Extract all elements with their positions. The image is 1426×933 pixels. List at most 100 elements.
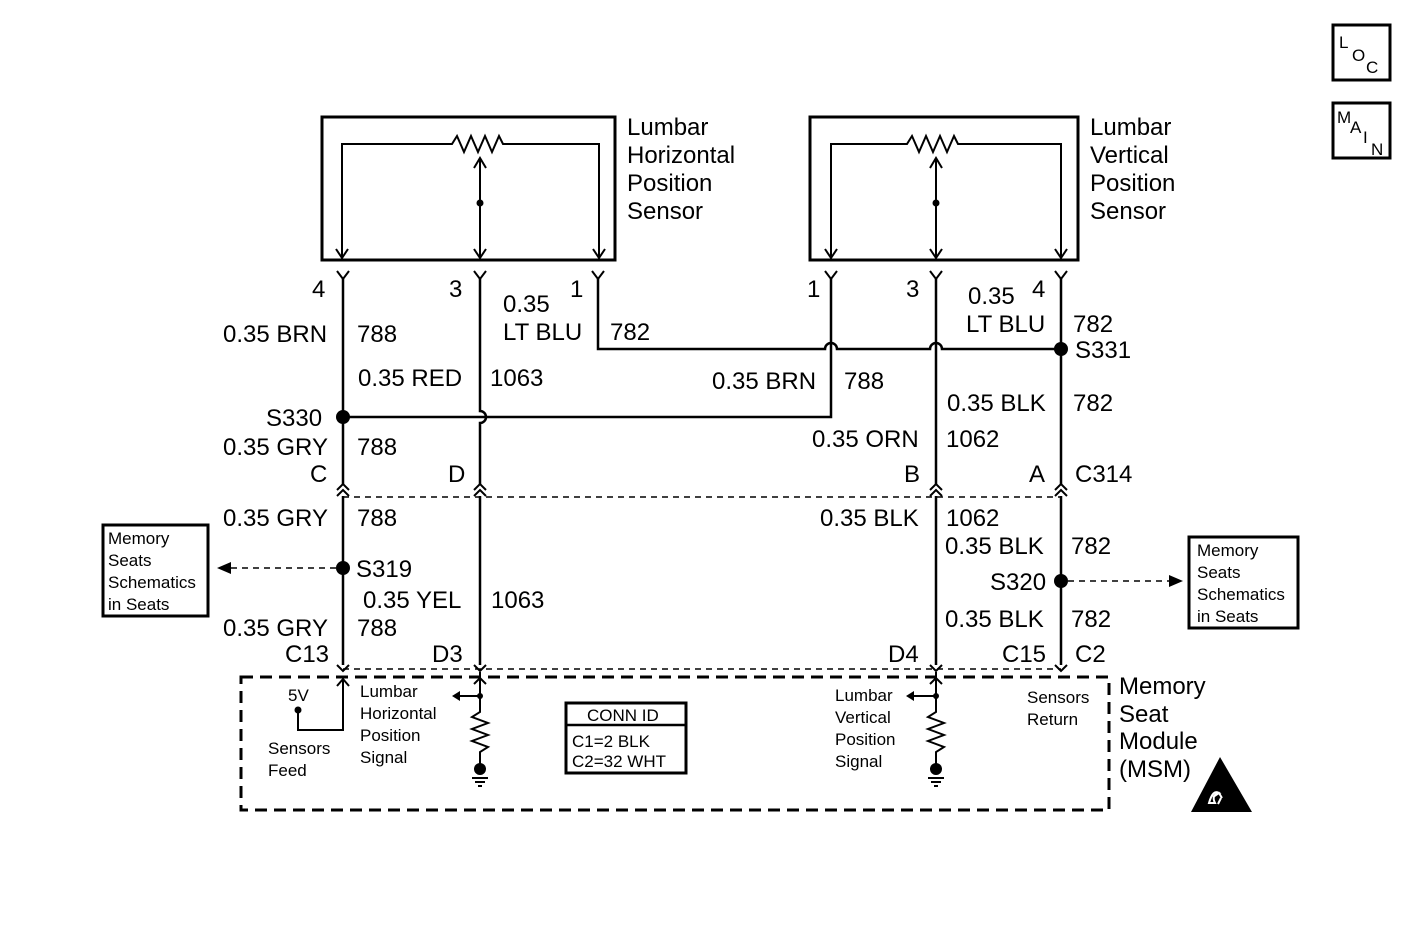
reference-right-frame — [1187, 535, 1300, 630]
sensors-feed-label-2: Feed — [268, 761, 307, 780]
reference-right-line-3: Schematics — [1197, 585, 1285, 604]
pin-h4: 4 — [312, 276, 325, 303]
c314-name: C314 — [1075, 461, 1132, 488]
wire-label-gry-mid: 0.35 GRY — [223, 505, 328, 532]
main-letter-2: A — [1350, 118, 1362, 137]
loc-button[interactable]: L O C — [1331, 23, 1392, 82]
wire-label-blk-mid-circuit: 1062 — [946, 505, 999, 532]
reference-left-arrow-icon — [217, 562, 231, 574]
pin-v3: 3 — [906, 276, 919, 303]
sensors-feed-wire — [297, 678, 344, 731]
splice-s331 — [1054, 342, 1068, 356]
reference-memory-seats-left[interactable]: Memory Seats Schematics in Seats — [101, 523, 210, 618]
pin-h1: 1 — [570, 276, 583, 303]
wire-label-ltblu-right-circuit: 782 — [1073, 311, 1113, 338]
v-ground-icon — [928, 777, 944, 787]
wire-label-blk-right2-circuit: 782 — [1071, 606, 1111, 633]
reference-memory-seats-right[interactable]: Memory Seats Schematics in Seats — [1187, 535, 1300, 630]
conn-id-c2: C2=32 WHT — [572, 752, 666, 771]
wire-label-blk-right1-circuit: 782 — [1071, 533, 1111, 560]
wire-label-blk-upper-circuit: 782 — [1073, 390, 1113, 417]
v-sensor-title-3: Position — [1090, 170, 1175, 197]
h-signal-arrow-icon — [452, 691, 460, 701]
conn-id-title: CONN ID — [587, 706, 659, 725]
h-signal-node — [477, 693, 483, 699]
h-sensor-title-2: Horizontal — [627, 142, 735, 169]
wire-label-ltblu-right-size: 0.35 — [968, 283, 1015, 310]
reference-right-line-2: Seats — [1197, 563, 1240, 582]
wire-label-orn-circuit: 1062 — [946, 426, 999, 453]
v-sensor-wiper-dot — [932, 199, 940, 207]
h-sensor-title-1: Lumbar — [627, 114, 708, 141]
pin-c13: C13 — [285, 641, 329, 668]
wire-label-blk-mid: 0.35 BLK — [820, 505, 919, 532]
splice-s319-label: S319 — [356, 556, 412, 583]
c314-cavity-b: B — [904, 461, 920, 488]
lumbar-v-signal-4: Signal — [835, 752, 882, 771]
wire-label-brn-mid: 0.35 BRN — [712, 368, 816, 395]
wire-label-gry-mid-circuit: 788 — [357, 505, 397, 532]
pin-v4: 4 — [1032, 276, 1045, 303]
wire-label-ltblu-left-circuit: 782 — [610, 319, 650, 346]
wire-labels: 0.35 BRN 788 0.35 LT BLU 782 0.35 RED 10… — [223, 283, 1113, 642]
lumbar-h-signal-3: Position — [360, 726, 420, 745]
wire-label-blk-upper: 0.35 BLK — [947, 390, 1046, 417]
wire-1063-upper — [478, 279, 488, 484]
v-signal-node — [933, 693, 939, 699]
c314-terminals — [336, 482, 1068, 497]
h-sensor-title-3: Position — [627, 170, 712, 197]
v-ground-node — [930, 763, 942, 775]
conn-id-box: CONN ID C1=2 BLK C2=32 WHT — [564, 701, 688, 775]
h-input-arrow — [473, 676, 487, 685]
module-name-3: Module — [1119, 728, 1198, 755]
wire-label-blk-right2: 0.35 BLK — [945, 606, 1044, 633]
pin-d4: D4 — [888, 641, 919, 668]
wire-label-blk-right1: 0.35 BLK — [945, 533, 1044, 560]
wire-label-yel: 0.35 YEL — [363, 587, 461, 614]
wire-label-red: 0.35 RED — [358, 365, 462, 392]
wire-label-gry-low: 0.35 GRY — [223, 615, 328, 642]
splice-s331-label: S331 — [1075, 337, 1131, 364]
splice-s320-label: S320 — [990, 569, 1046, 596]
h-sensor-resistor — [341, 133, 600, 258]
lumbar-h-signal-1: Lumbar — [360, 682, 418, 701]
splice-s319 — [336, 561, 350, 575]
main-letter-4: N — [1371, 140, 1383, 159]
wire-label-brn-left-circuit: 788 — [357, 321, 397, 348]
wire-label-ltblu-right-color: LT BLU — [966, 311, 1045, 338]
loc-letter-1: L — [1339, 33, 1348, 52]
conn-id-frame — [564, 701, 688, 775]
module-name-4: (MSM) — [1119, 756, 1191, 783]
loc-letter-3: C — [1366, 58, 1378, 77]
lumbar-horizontal-sensor: Lumbar Horizontal Position Sensor — [320, 114, 735, 262]
five-volt-label: 5V — [288, 686, 309, 705]
wire-782-left — [596, 279, 1061, 351]
module-outline — [239, 675, 1111, 812]
v-sensor-arrows — [824, 248, 1068, 260]
memory-seat-module: Memory Seat Module (MSM) 5V Sensors Feed… — [239, 672, 1206, 812]
pin-c2: C2 — [1075, 641, 1106, 668]
pin-d3: D3 — [432, 641, 463, 668]
sensors-feed-label-1: Sensors — [268, 739, 330, 758]
lumbar-h-signal-4: Signal — [360, 748, 407, 767]
loc-letter-2: O — [1352, 46, 1365, 65]
reference-right-line-1: Memory — [1197, 541, 1259, 560]
wire-label-yel-circuit: 1063 — [491, 587, 544, 614]
sensors-return-2: Return — [1027, 710, 1078, 729]
v-pulldown-resistor — [925, 672, 947, 765]
main-button-frame — [1331, 101, 1392, 160]
lumbar-v-signal-2: Vertical — [835, 708, 891, 727]
splice-s330-label: S330 — [266, 405, 322, 432]
connector-c314: C D B A C314 — [310, 461, 1132, 498]
v-sensor-resistor — [830, 133, 1062, 258]
reference-left-line-3: Schematics — [108, 573, 196, 592]
main-button[interactable]: M A I N — [1331, 101, 1392, 160]
main-letter-1: M — [1337, 108, 1351, 127]
h-sensor-arrows — [335, 248, 606, 260]
reference-left-line-1: Memory — [108, 529, 170, 548]
lumbar-vertical-sensor: Lumbar Vertical Position Sensor — [808, 114, 1175, 262]
esd-warning-icon — [1191, 757, 1252, 812]
h-sensor-wiper-dot — [476, 199, 484, 207]
five-volt-source — [294, 706, 302, 714]
splice-s320 — [1054, 574, 1068, 588]
